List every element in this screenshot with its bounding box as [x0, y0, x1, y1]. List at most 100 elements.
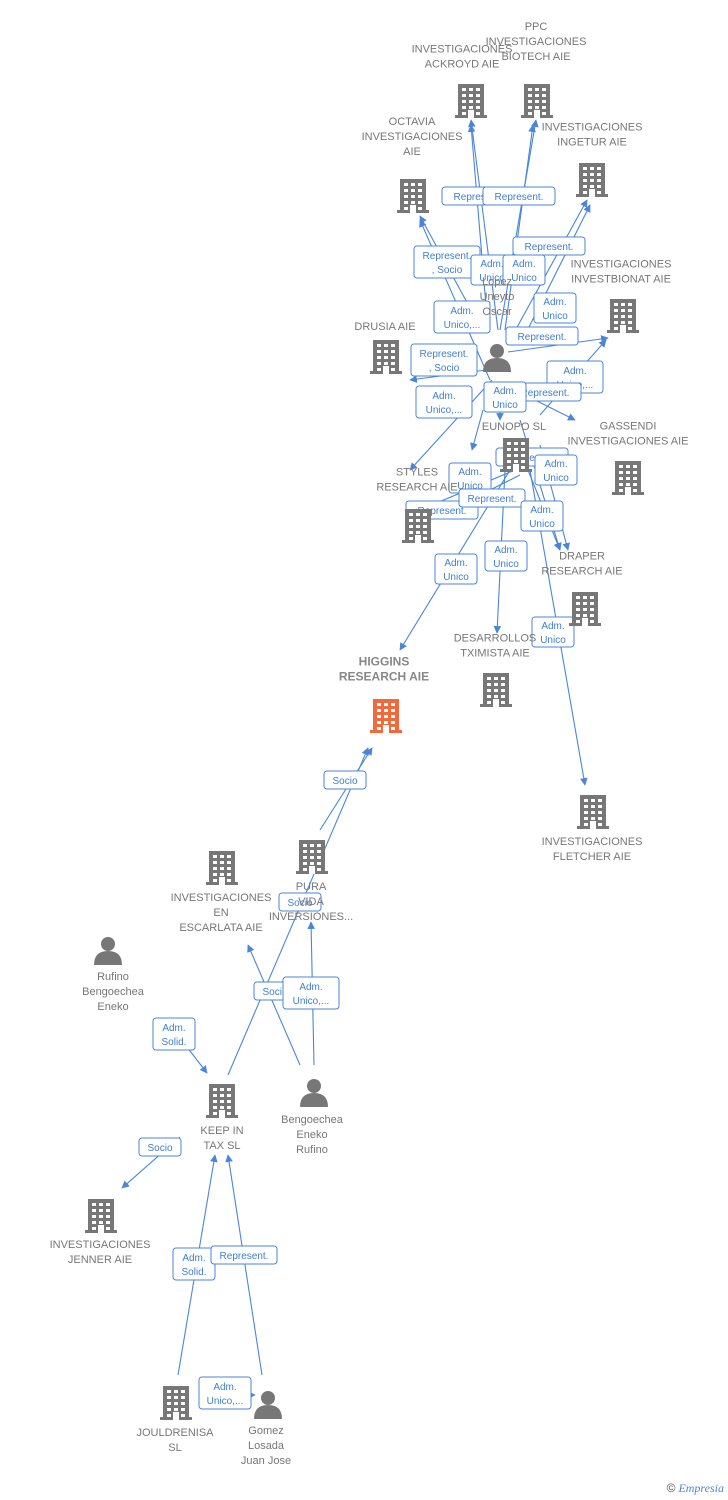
edge-label-text: Represent.: [423, 251, 472, 262]
edge-label[interactable]: Adm.Unico: [520, 500, 564, 532]
node-pura[interactable]: PURAVIDAINVERSIONES...: [269, 840, 353, 923]
edge-label[interactable]: Represent.: [512, 236, 586, 256]
edge-line: [499, 119, 539, 331]
building-icon: [402, 509, 434, 543]
edge-label-text: Represent.: [495, 192, 544, 203]
node-label: DESARROLLOS: [454, 633, 537, 645]
edge-line: [247, 944, 301, 1066]
building-icon: [296, 840, 328, 874]
node-label: AIE: [403, 146, 421, 158]
edge-label-text: Adm.: [450, 306, 473, 317]
node-label: Bengoechea: [281, 1114, 344, 1126]
edge-label-text: Represent.: [518, 332, 567, 343]
edge-label[interactable]: Adm.Unico: [484, 540, 528, 572]
node-label: INVESTIGACIONES: [171, 892, 272, 904]
edge-label[interactable]: Adm.Unico: [533, 292, 577, 324]
node-label: INVESTIGACIONES: [542, 122, 643, 134]
edge-label[interactable]: Adm.Unico,...: [282, 976, 340, 1010]
edge-label[interactable]: Adm.Unico: [448, 462, 492, 494]
node-label: JENNER AIE: [68, 1254, 132, 1266]
edge-label-text: Unico,...: [207, 1396, 244, 1407]
edge-label-text: Adm.: [530, 505, 553, 516]
node-label: TAX SL: [203, 1140, 240, 1152]
edge-label-box: [323, 770, 367, 790]
node-label: ESCARLATA AIE: [179, 922, 262, 934]
node-label: Eneko: [97, 1001, 128, 1013]
edge-label[interactable]: Adm. Unico,...: [198, 1376, 252, 1410]
edge-label-text: Solid.: [181, 1267, 206, 1278]
building-icon: [455, 84, 487, 118]
building-icon: [500, 438, 532, 472]
edge-label[interactable]: Adm.Unico: [483, 381, 527, 413]
edge-label[interactable]: Represent., Socio: [410, 343, 478, 377]
node-label: INVESTIGACIONES: [50, 1239, 151, 1251]
edge-label-text: Adm.: [544, 459, 567, 470]
edge-label-box: [533, 292, 577, 324]
edge-label-box: [434, 553, 478, 585]
brand-footer[interactable]: © Empresia: [667, 1481, 724, 1496]
edge-label-box: [210, 1245, 278, 1265]
node-label: Bengoechea: [82, 986, 145, 998]
node-label: INVESTIGACIONES: [486, 36, 587, 48]
node-eunopo[interactable]: EUNOPO SL: [482, 421, 546, 472]
edge-label[interactable]: Socio: [323, 770, 367, 790]
node-jenner[interactable]: INVESTIGACIONES JENNER AIE: [50, 1199, 151, 1266]
edge-label[interactable]: Socio: [278, 892, 322, 912]
edge-label-text: Unico,...: [293, 996, 330, 1007]
edge-label-box: [505, 326, 579, 346]
edge-label[interactable]: Represent.: [458, 488, 526, 508]
building-icon: [569, 592, 601, 626]
node-label: INVESTIGACIONES AIE: [567, 436, 688, 448]
node-drusia[interactable]: DRUSIA AIE: [354, 321, 416, 374]
building-icon: [206, 851, 238, 885]
building-icon: [370, 340, 402, 374]
edge-label[interactable]: Represent.: [505, 326, 579, 346]
edge-label[interactable]: Adm.Unico,...: [415, 385, 473, 419]
edge-label-text: Represent.: [420, 349, 469, 360]
edge-label[interactable]: Adm.Solid.: [152, 1017, 196, 1051]
node-label: Oscar: [482, 306, 512, 318]
edge-label[interactable]: Adm.Unico: [434, 553, 478, 585]
edge-label[interactable]: Adm.Solid.: [172, 1247, 216, 1281]
node-label: Lopez: [482, 276, 512, 288]
edge-line: [409, 379, 493, 471]
edge-line: [504, 124, 536, 331]
node-label: Eneko: [296, 1129, 327, 1141]
edge-label[interactable]: Represent.: [210, 1245, 278, 1265]
edge-label[interactable]: Represent., Socio: [413, 245, 481, 279]
edge-label[interactable]: Adm.Unico,...: [433, 300, 491, 334]
building-icon: [577, 795, 609, 829]
edge-label-box: [458, 488, 526, 508]
edge-label-text: Represent.: [418, 506, 467, 517]
node-label: OCTAVIA: [389, 116, 436, 128]
edge-label[interactable]: Socio: [138, 1137, 182, 1157]
node-label: SL: [168, 1442, 181, 1454]
edge-label-text: Adm.: [213, 1382, 236, 1393]
edge-label-text: Adm.: [458, 467, 481, 478]
edge-label[interactable]: Represent.: [482, 186, 556, 206]
edge-label[interactable]: Adm.Unico: [534, 454, 578, 486]
brand-name: Empresia: [678, 1481, 724, 1495]
edge-label-box: [534, 454, 578, 486]
edge-label[interactable]: Adm.Unico: [531, 616, 575, 648]
edge-label-box: [138, 1137, 182, 1157]
